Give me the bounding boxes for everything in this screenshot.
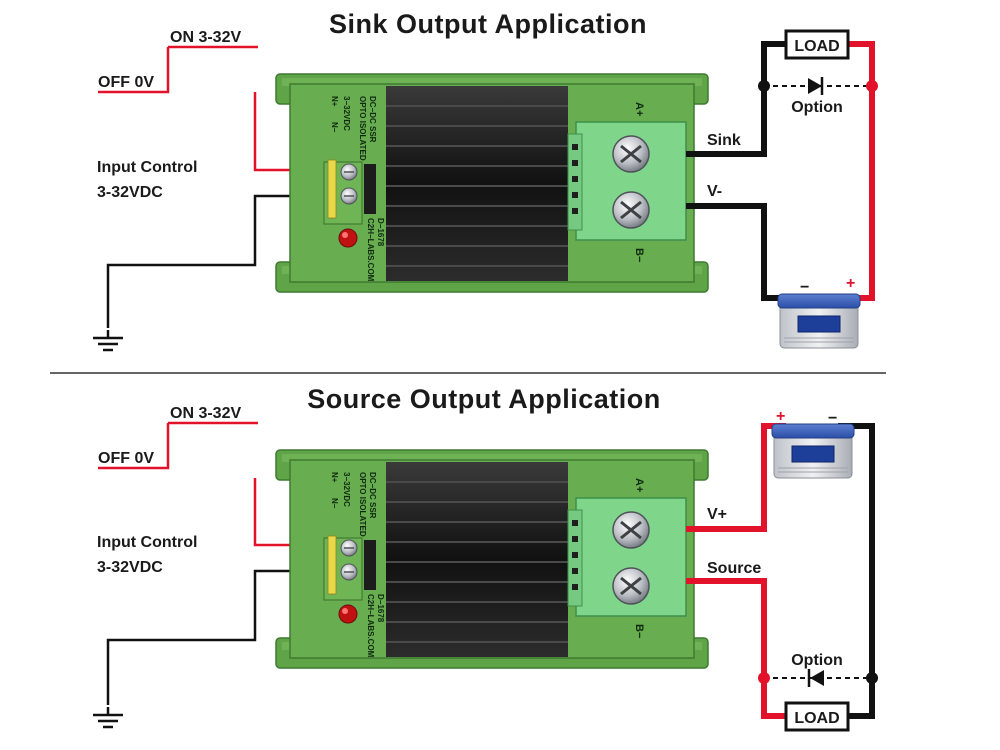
on-label: ON 3-32V xyxy=(170,29,241,46)
pcb-model-number: D−1678 xyxy=(376,218,385,247)
pcb-pin-n-plus: N+ xyxy=(330,472,339,483)
off-label: OFF 0V xyxy=(98,74,154,91)
ssr-board: N+ N− 3−32VDC OPTO ISOLATED DC−DC SSR C2… xyxy=(274,72,710,294)
source-section: Source Output Application ON 3-32V OFF 0… xyxy=(91,384,878,732)
battery-icon xyxy=(771,423,855,479)
terminal-b-label: B− xyxy=(633,248,645,262)
source-output-wire xyxy=(686,578,790,719)
load-box: LOAD xyxy=(784,29,850,60)
diode-icon xyxy=(810,670,824,686)
terminal-b-label: B− xyxy=(633,624,645,638)
input-control-label: Input Control xyxy=(97,534,197,551)
sink-wire-label: Sink xyxy=(707,132,741,149)
pcb-pin-n-plus: N+ xyxy=(330,96,339,107)
pcb-voltage-marking: 3−32VDC xyxy=(342,472,351,507)
on-label: ON 3-32V xyxy=(170,405,241,422)
pcb-ssr-text: DC−DC SSR xyxy=(368,96,377,143)
diode-icon xyxy=(808,78,822,94)
load-box: LOAD xyxy=(784,701,850,732)
pcb-voltage-marking: 3−32VDC xyxy=(342,96,351,131)
battery-icon xyxy=(777,293,861,349)
option-label: Option xyxy=(791,99,843,116)
source-title: Source Output Application xyxy=(307,384,661,414)
battery-minus-sign: − xyxy=(800,279,809,296)
load-label: LOAD xyxy=(794,38,839,55)
terminal-a-label: A+ xyxy=(633,478,645,492)
pcb-model-number: D−1678 xyxy=(376,594,385,623)
v-minus-label: V- xyxy=(707,183,722,200)
input-negative-wire xyxy=(106,194,340,328)
control-on-line xyxy=(98,47,170,94)
battery-minus-sign: − xyxy=(828,410,837,427)
negative-return-wire xyxy=(838,423,875,719)
pcb-model-text: C2H−LABS.COM xyxy=(366,218,375,282)
sink-section: Sink Output Application ON 3-32V OFF 0V … xyxy=(91,9,878,352)
source-wire-label: Source xyxy=(707,560,761,577)
sink-output-wire xyxy=(686,41,790,157)
terminal-a-label: A+ xyxy=(633,102,645,116)
pcb-ssr-text: DC−DC SSR xyxy=(368,472,377,519)
input-voltage-label: 3-32VDC xyxy=(97,184,163,201)
sink-title: Sink Output Application xyxy=(329,9,647,39)
v-plus-label: V+ xyxy=(707,506,727,523)
pcb-pin-n-minus: N− xyxy=(330,498,339,509)
ground-icon xyxy=(91,328,125,352)
input-voltage-label: 3-32VDC xyxy=(97,559,163,576)
positive-supply-wire xyxy=(848,41,875,301)
battery-plus-sign: + xyxy=(846,275,855,292)
input-negative-wire xyxy=(106,569,340,705)
control-on-line xyxy=(98,423,170,470)
battery-plus-sign: + xyxy=(776,408,785,425)
option-label: Option xyxy=(791,652,843,669)
ssr-board: N+ N− 3−32VDC OPTO ISOLATED DC−DC SSR C2… xyxy=(274,448,710,670)
pcb-opto-text: OPTO ISOLATED xyxy=(358,472,367,537)
pcb-model-text: C2H−LABS.COM xyxy=(366,594,375,658)
ground-icon xyxy=(91,705,125,729)
off-label: OFF 0V xyxy=(98,450,154,467)
load-label: LOAD xyxy=(794,710,839,727)
pcb-opto-text: OPTO ISOLATED xyxy=(358,96,367,161)
pcb-pin-n-minus: N− xyxy=(330,122,339,133)
input-control-label: Input Control xyxy=(97,159,197,176)
